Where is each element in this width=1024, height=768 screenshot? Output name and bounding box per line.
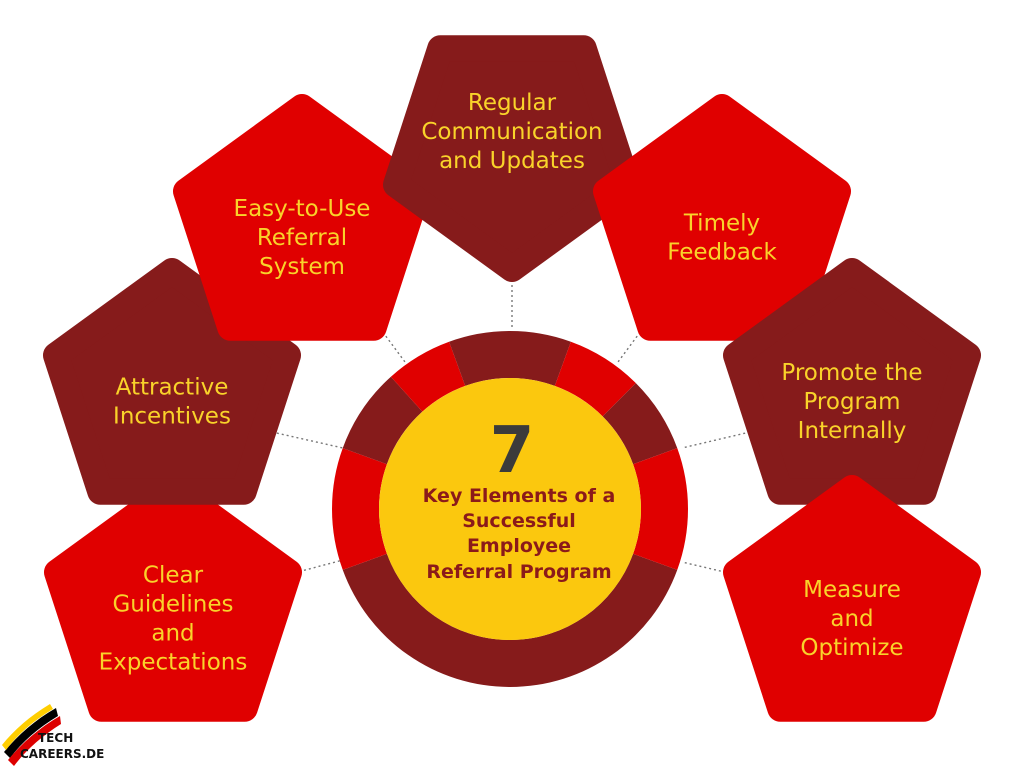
- center-number: 7: [490, 414, 535, 488]
- pentagon-label-line: Regular: [468, 90, 557, 116]
- pentagon-label-line: Attractive: [116, 375, 229, 401]
- center-title-line: Employee: [467, 535, 571, 557]
- center-title-line: Key Elements of a: [423, 485, 616, 507]
- pentagon-label-line: Incentives: [113, 404, 231, 430]
- pentagon-label-line: Optimize: [800, 635, 903, 661]
- pentagon-label-line: Promote the: [781, 360, 922, 386]
- pentagon-label-line: System: [259, 254, 345, 280]
- logo-text-careers: CAREERS.DE: [20, 747, 104, 761]
- ring-segment: [554, 341, 636, 417]
- center-circle: [379, 378, 641, 640]
- pentagon-shape: [44, 475, 302, 722]
- pentagon-shape: [723, 475, 981, 722]
- pentagon-label-line: Program: [803, 389, 900, 415]
- pentagon-label-line: Feedback: [667, 240, 777, 266]
- center-ring: [332, 331, 688, 687]
- pentagon-label-line: Easy-to-Use: [234, 196, 371, 222]
- center-title-line: Referral Program: [426, 561, 611, 583]
- logo-flag-gold-stripe: [2, 704, 53, 750]
- ring-segment: [449, 331, 571, 386]
- pentagon-label-line: and: [830, 606, 873, 632]
- pentagon-label-line: Timely: [683, 211, 760, 237]
- center-title-line: Successful: [462, 510, 576, 532]
- logo-flag-black-stripe: [4, 708, 58, 758]
- pentagon-label-line: Measure: [803, 577, 901, 603]
- pentagon-label-line: Clear: [143, 563, 204, 589]
- ring-segment: [342, 553, 678, 687]
- ring-segment: [390, 341, 466, 412]
- ring-segment: [633, 448, 688, 570]
- pentagon-label-line: and: [151, 621, 194, 647]
- pentagon-label-line: Expectations: [99, 650, 248, 676]
- pentagon-label-line: Referral: [257, 225, 347, 251]
- pentagon-shape: [593, 94, 851, 341]
- logo-text-tech: TECH: [38, 731, 73, 745]
- ring-segment: [342, 376, 423, 465]
- pentagon-label-line: Guidelines: [112, 592, 233, 618]
- connector-line: [271, 431, 344, 449]
- techcareers-logo: TECH CAREERS.DE: [2, 704, 104, 766]
- pentagon-label-line: Communication: [421, 119, 602, 145]
- logo-flag-red-stripe: [8, 716, 61, 766]
- ring-segment: [602, 383, 678, 465]
- pentagon-label-line: and Updates: [439, 148, 585, 174]
- ring-segment: [332, 448, 387, 570]
- connector-line: [681, 431, 751, 449]
- pentagon-label-line: Internally: [798, 418, 907, 444]
